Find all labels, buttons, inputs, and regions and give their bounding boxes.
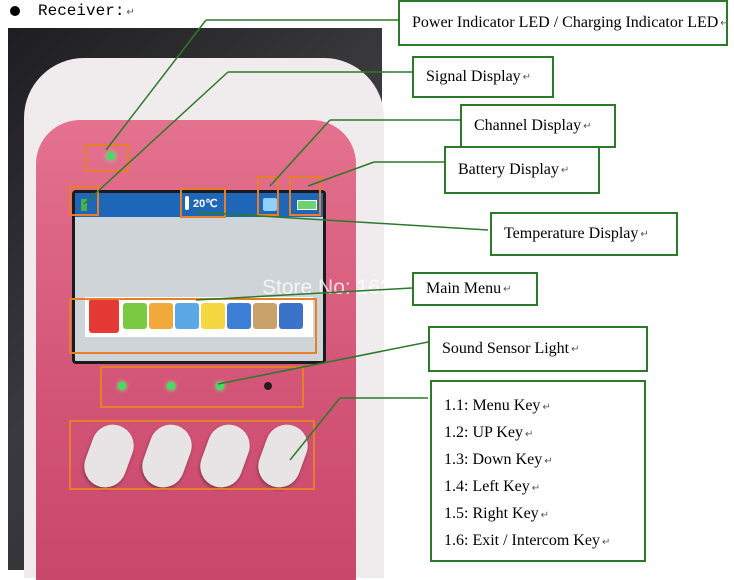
brightness-icon [123,303,147,329]
sound-light-1 [118,382,126,390]
key-item-6: 1.6: Exit / Intercom Key↵ [444,532,611,549]
bullet-icon [10,5,20,16]
key-list: 1.1: Menu Key↵ 1.2: UP Key↵ 1.3: Down Ke… [430,380,646,562]
main-menu-icons [85,297,313,337]
callout-main-menu: Main Menu↵ [412,272,538,306]
callout-temperature: Temperature Display↵ [490,212,678,256]
night-light-icon [227,303,251,329]
highlight-temperature [180,188,226,218]
temperature-readout: 20℃ [193,198,218,210]
callout-sound-sensor: Sound Sensor Light↵ [428,326,648,372]
callout-channel: Channel Display↵ [460,104,616,148]
signal-icon [81,199,87,211]
highlight-signal [69,186,99,216]
key-item-1: 1.1: Menu Key↵ [444,397,551,414]
heading-text: Receiver: [38,2,125,20]
channel-icon [263,198,277,211]
highlight-battery [289,176,321,216]
return-mark: ↵ [126,8,135,19]
key-item-2: 1.2: UP Key↵ [444,424,534,441]
highlight-power-led [85,144,129,172]
thermometer-icon [185,196,189,210]
highlight-channel [257,176,279,216]
highlight-keys [69,420,315,490]
temperature-icon [201,303,225,329]
arrow-right-icon [279,303,303,329]
key-item-4: 1.4: Left Key↵ [444,478,541,495]
callout-power-led: Power Indicator LED / Charging Indicator… [398,0,729,46]
sound-light-2 [167,382,175,390]
lcd-screen: 20℃ [72,190,326,364]
music-icon [149,303,173,329]
callout-battery: Battery Display↵ [444,146,600,194]
status-bar: 20℃ [75,193,323,217]
section-heading: Receiver:↵ [10,2,135,20]
key-item-5: 1.5: Right Key↵ [444,505,550,522]
highlight-main-menu [69,298,317,354]
highlight-sound-lights [100,366,304,408]
sound-light-4 [264,382,272,390]
key-item-3: 1.3: Down Key↵ [444,451,553,468]
sound-light-3 [216,382,224,390]
power-led [107,152,115,160]
callout-signal: Signal Display↵ [412,56,554,98]
feeding-icon [253,303,277,329]
alarm-bell-icon [89,299,119,333]
battery-icon [297,200,317,210]
vox-icon [175,303,199,329]
